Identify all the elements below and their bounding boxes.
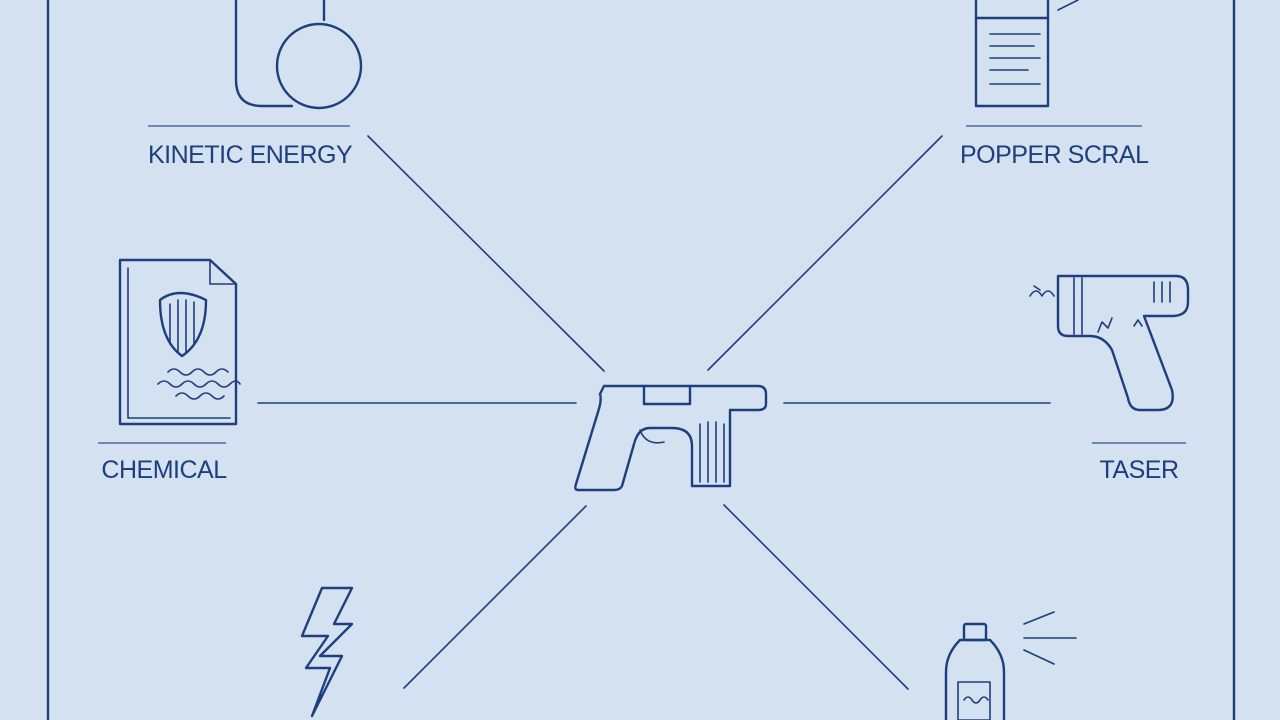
aerosol-can-icon	[944, 611, 1077, 720]
connector-pepper	[707, 135, 943, 371]
label-taser: TASER	[1099, 456, 1180, 484]
label-kinetic-energy: KINETIC ENERGY	[148, 141, 353, 169]
kinetic-energy-icon	[234, 0, 363, 110]
taser-icon	[1029, 274, 1190, 412]
label-chemical: CHEMICAL	[101, 456, 227, 484]
connectors	[257, 135, 1051, 690]
lightning-bolt-icon	[300, 586, 354, 718]
pistol-icon	[574, 384, 768, 492]
connector-spray	[723, 504, 909, 690]
spray-bottle-icon	[974, 0, 1079, 108]
frame	[46, 0, 1236, 720]
connector-lightning	[403, 505, 587, 689]
document-icon	[118, 258, 241, 426]
connector-kinetic	[367, 135, 605, 372]
label-rules	[98, 125, 1186, 444]
label-pepper-spray: POPPER SCRAL	[960, 141, 1149, 169]
